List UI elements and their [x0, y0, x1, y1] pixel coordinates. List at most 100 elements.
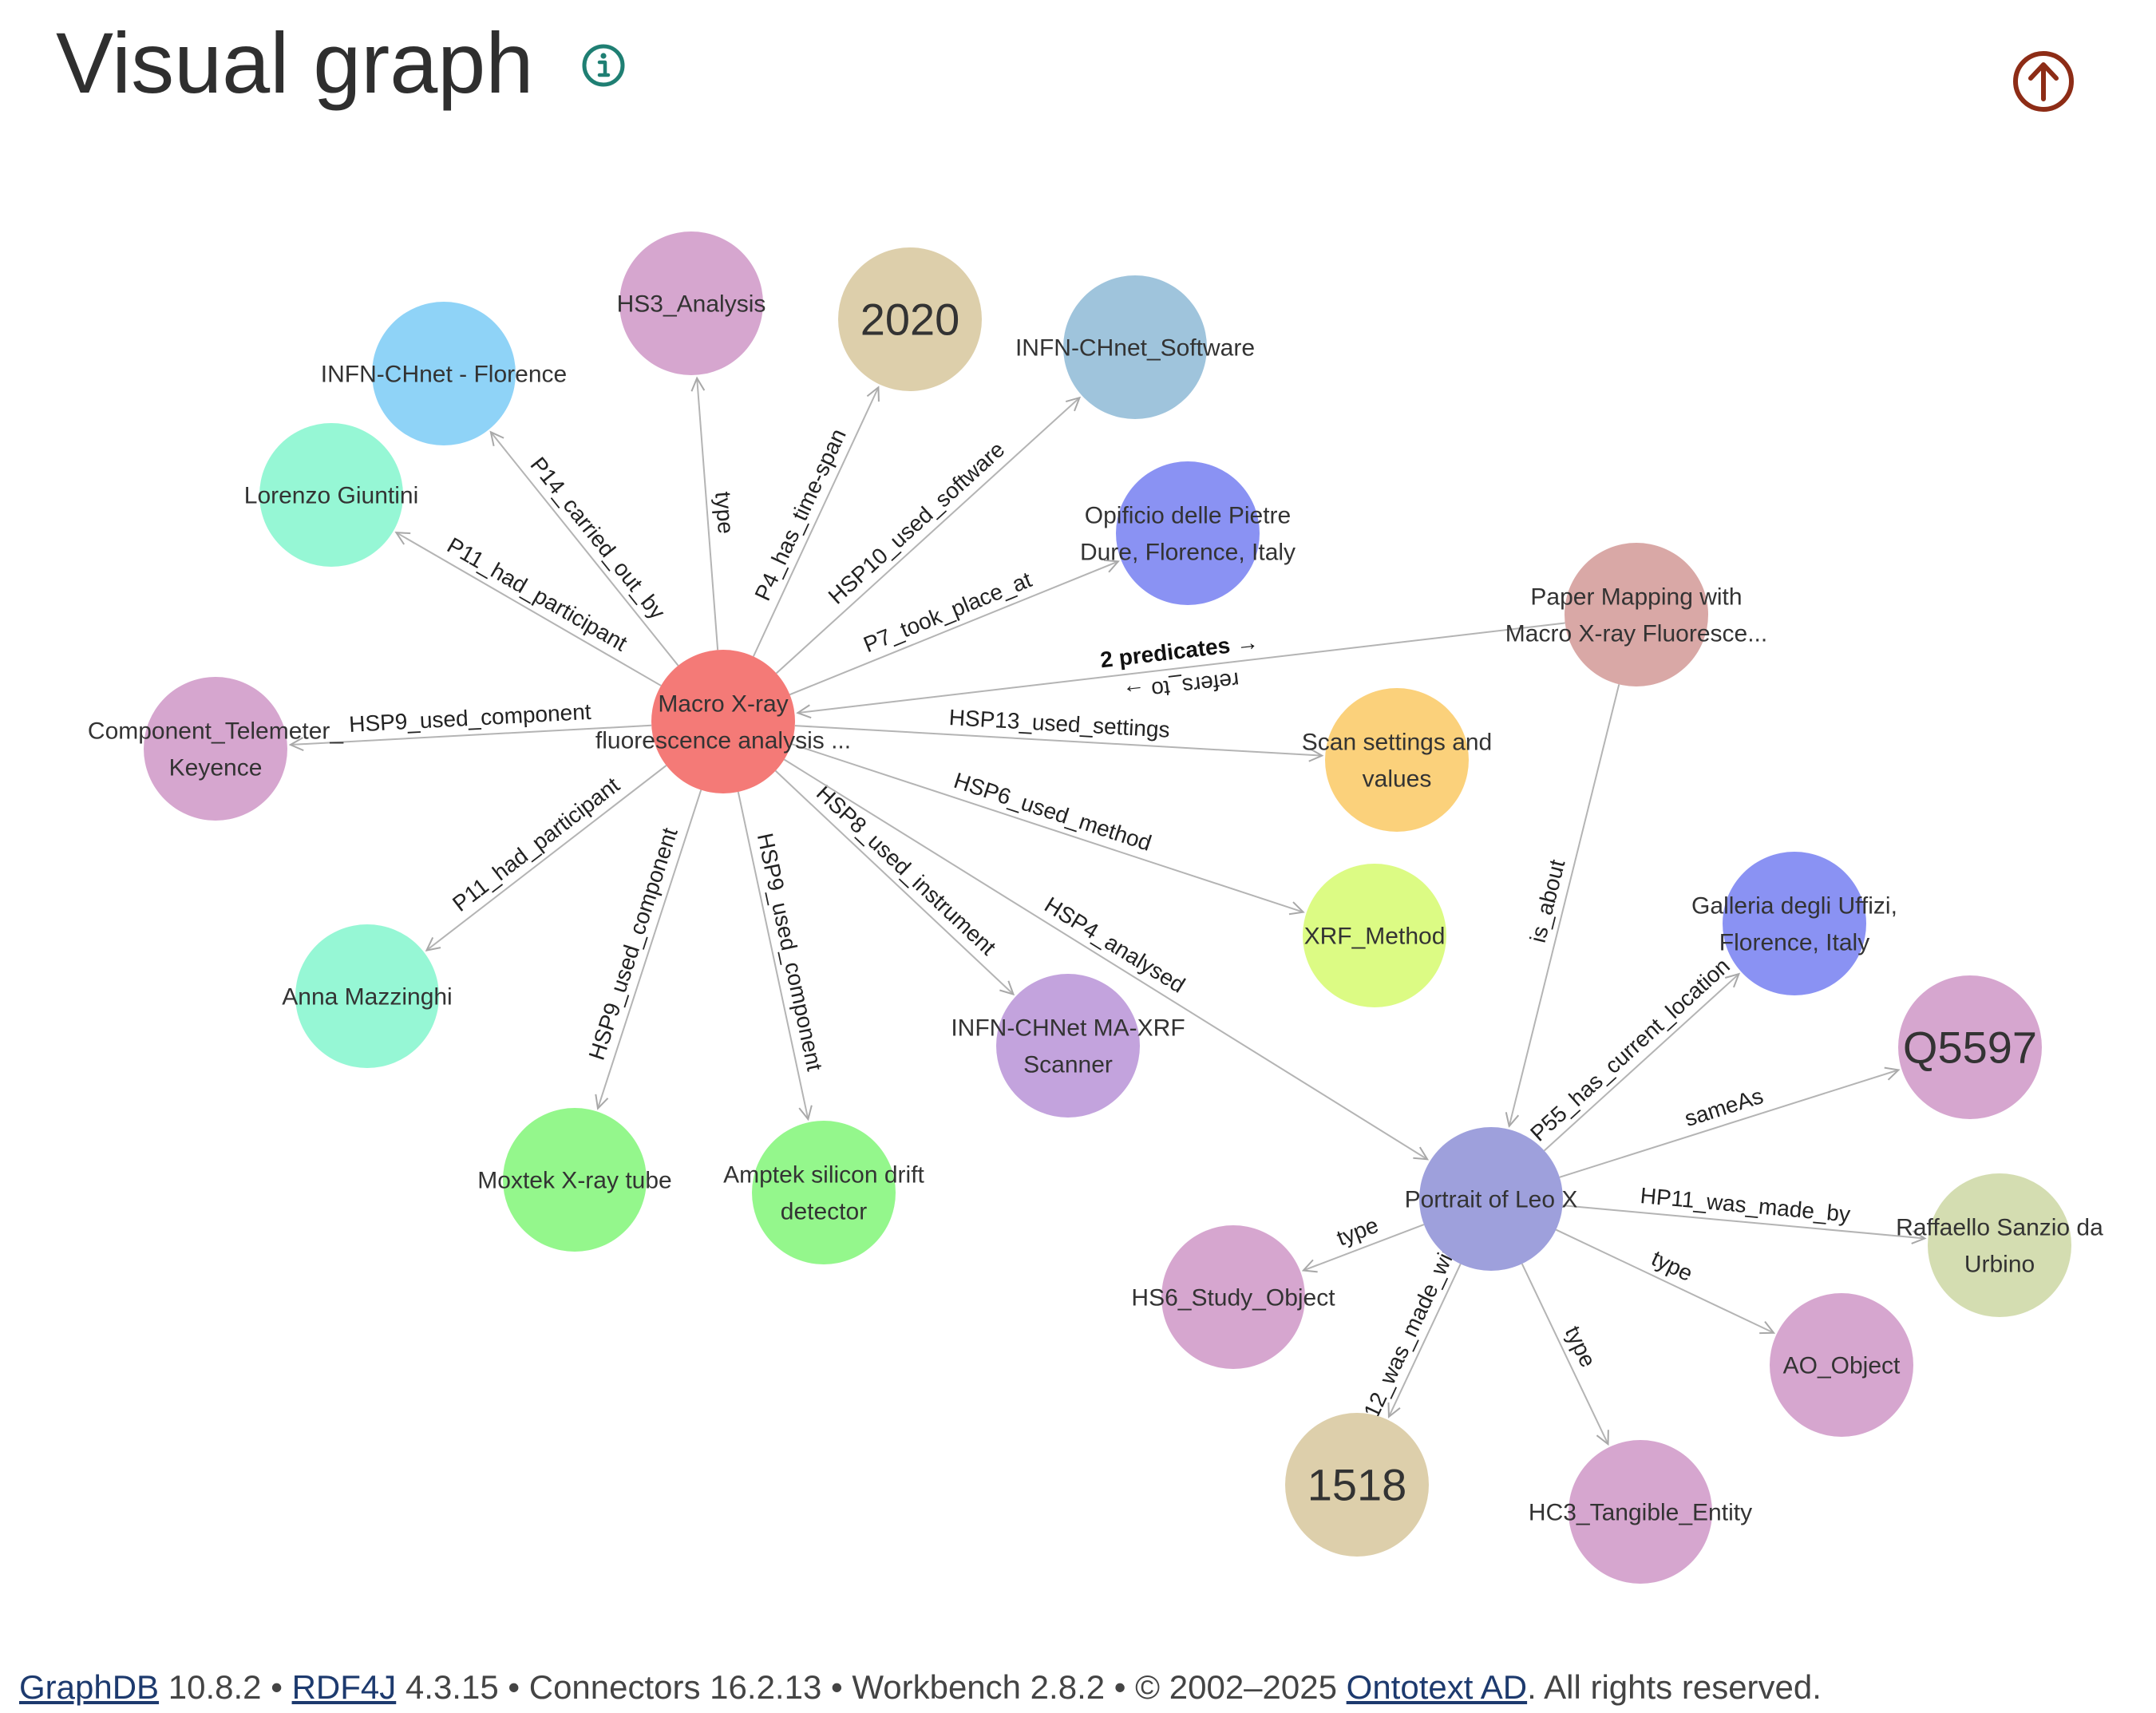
node-circle[interactable] [1928, 1173, 2071, 1317]
edge-predicates-label: 2 predicates → [1099, 629, 1260, 672]
graph-edge[interactable]: HP11_was_made_by [1562, 1183, 1925, 1238]
graph-node-telemeter[interactable]: Component_Telemeter_Keyence [88, 677, 345, 821]
node-circle[interactable] [838, 247, 982, 391]
graph-node-scanner[interactable]: INFN-CHNet MA-XRF Scanner [951, 974, 1185, 1118]
edge-line [1521, 1263, 1608, 1444]
node-circle[interactable] [752, 1121, 896, 1264]
node-label: Opificio delle Pietre [1085, 503, 1291, 529]
edge-line [774, 769, 1014, 995]
graph-node-y1518[interactable]: 1518 [1285, 1413, 1429, 1557]
node-label: Component_Telemeter_ [88, 718, 345, 745]
graph-node-florence[interactable]: INFN-CHnet - Florence [321, 302, 567, 445]
upload-circle-icon[interactable] [2010, 48, 2077, 115]
node-circle[interactable] [1116, 461, 1260, 605]
edge-label: sameAs [1682, 1083, 1766, 1131]
node-label: Dure, Florence, Italy [1080, 540, 1296, 566]
edge-line [1559, 1070, 1899, 1178]
graph-edge[interactable]: HSP9_used_component [584, 789, 702, 1109]
node-circle[interactable] [1419, 1127, 1563, 1271]
graph-edge[interactable]: HSP8_used_instrument [774, 769, 1014, 995]
graph-node-q5597[interactable]: Q5597 [1898, 975, 2042, 1119]
graphdb-link[interactable]: GraphDB [19, 1668, 160, 1706]
node-label: Florence, Italy [1719, 930, 1869, 956]
graph-edge[interactable]: HSP9_used_component [737, 791, 828, 1119]
graph-edge[interactable]: HSP13_used_settings [794, 705, 1322, 756]
node-circle[interactable] [1063, 275, 1207, 419]
node-label: Portrait of Leo X [1405, 1187, 1578, 1213]
graph-node-xrf[interactable]: XRF_Method [1303, 864, 1446, 1007]
graph-node-y2020[interactable]: 2020 [838, 247, 982, 391]
node-circle[interactable] [295, 924, 439, 1068]
node-circle[interactable] [1723, 852, 1866, 995]
node-circle[interactable] [1770, 1293, 1913, 1437]
graph-node-hc3[interactable]: HC3_Tangible_Entity [1529, 1440, 1752, 1584]
graph-node-software[interactable]: INFN-CHnet_Software [1015, 275, 1255, 419]
node-label: Lorenzo Giuntini [244, 483, 418, 509]
node-circle[interactable] [1898, 975, 2042, 1119]
node-circle[interactable] [1161, 1225, 1305, 1369]
graphdb-version: 10.8.2 • [159, 1668, 292, 1706]
node-circle[interactable] [996, 974, 1140, 1118]
edge-label: P11_had_participant [448, 773, 624, 916]
node-circle[interactable] [1303, 864, 1446, 1007]
node-label: Anna Mazzinghi [282, 984, 452, 1011]
ontotext-link[interactable]: Ontotext AD [1346, 1668, 1528, 1706]
node-circle[interactable] [619, 231, 763, 375]
graph-edge[interactable]: sameAs [1559, 1070, 1899, 1178]
graph-edge[interactable]: type [1303, 1213, 1425, 1271]
node-label: INFN-CHNet MA-XRF [951, 1015, 1185, 1042]
graph-edge[interactable]: P4_has_time-span [750, 387, 878, 657]
graph-edge[interactable]: type [697, 378, 738, 651]
edge-label: type [1333, 1213, 1382, 1251]
graph-node-hs3[interactable]: HS3_Analysis [617, 231, 766, 375]
node-label: Urbino [1964, 1252, 2035, 1278]
edge-label: HP11_was_made_by [1640, 1183, 1852, 1227]
graph-node-hs6[interactable]: HS6_Study_Object [1131, 1225, 1335, 1369]
node-label: Raffaello Sanzio da [1896, 1215, 2103, 1241]
node-label: Macro X-ray [658, 691, 788, 718]
node-label: INFN-CHnet_Software [1015, 335, 1255, 362]
graph-node-anna[interactable]: Anna Mazzinghi [282, 924, 453, 1068]
edge-line [291, 724, 652, 745]
node-label: Scanner [1023, 1052, 1113, 1078]
graph-node-lorenzo[interactable]: Lorenzo Giuntini [244, 423, 418, 567]
node-circle[interactable] [651, 650, 795, 793]
node-circle[interactable] [1325, 688, 1469, 832]
edge-line [697, 378, 719, 651]
edge-label: P4_has_time-span [750, 425, 850, 604]
graph-node-raffaello[interactable]: Raffaello Sanzio da Urbino [1896, 1173, 2103, 1317]
node-label: Galleria degli Uffizi, [1691, 893, 1897, 920]
node-circle[interactable] [1565, 543, 1708, 686]
graph-node-uffizi[interactable]: Galleria degli Uffizi, Florence, Italy [1691, 852, 1897, 995]
edge-line [1509, 684, 1620, 1126]
node-label: detector [781, 1199, 867, 1225]
graph-node-moxtek[interactable]: Moxtek X-ray tube [477, 1108, 672, 1252]
node-circle[interactable] [503, 1108, 647, 1252]
graph-node-portrait[interactable]: Portrait of Leo X [1405, 1127, 1578, 1271]
rdf4j-link[interactable]: RDF4J [291, 1668, 397, 1706]
node-label: Scan settings and [1302, 730, 1493, 756]
node-label: Macro X-ray Fluoresce... [1505, 621, 1767, 647]
graph-node-macro[interactable]: Macro X-ray fluorescence analysis ... [595, 650, 851, 793]
graph-node-ao[interactable]: AO_Object [1770, 1293, 1913, 1437]
info-circle-icon[interactable] [580, 42, 627, 89]
graph-edge[interactable]: type [1521, 1263, 1608, 1444]
edge-line [491, 432, 679, 667]
node-label: Paper Mapping with [1530, 584, 1742, 611]
node-circle[interactable] [259, 423, 403, 567]
edge-line [396, 532, 662, 686]
node-circle[interactable] [1569, 1440, 1712, 1584]
edge-line [1543, 974, 1739, 1152]
edge-label: P7_took_place_at [860, 567, 1035, 657]
node-circle[interactable] [1285, 1413, 1429, 1557]
node-label: HS3_Analysis [617, 291, 766, 318]
node-circle[interactable] [372, 302, 516, 445]
node-circle[interactable] [144, 677, 287, 821]
node-label: fluorescence analysis ... [595, 728, 851, 754]
graph-edge[interactable]: type [1555, 1228, 1774, 1333]
